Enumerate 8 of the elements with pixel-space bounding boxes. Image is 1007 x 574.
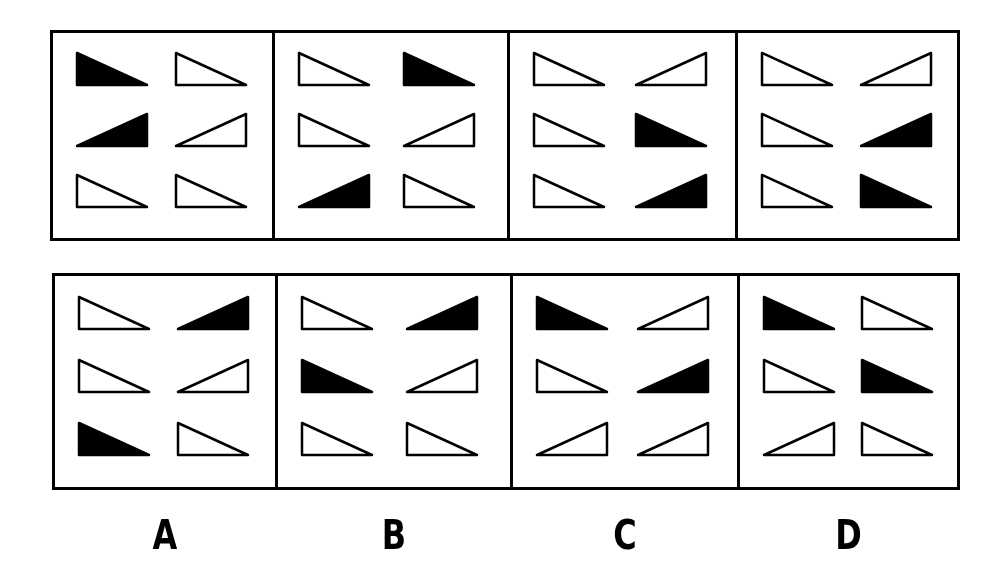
answer-panel	[735, 30, 960, 241]
answer-panel	[50, 30, 275, 241]
option-label: D	[834, 515, 863, 555]
option-label: C	[612, 515, 638, 555]
answer-panel	[507, 30, 738, 241]
option-label: A	[151, 515, 179, 555]
answer-panel	[272, 30, 510, 241]
option-label: B	[380, 515, 408, 555]
